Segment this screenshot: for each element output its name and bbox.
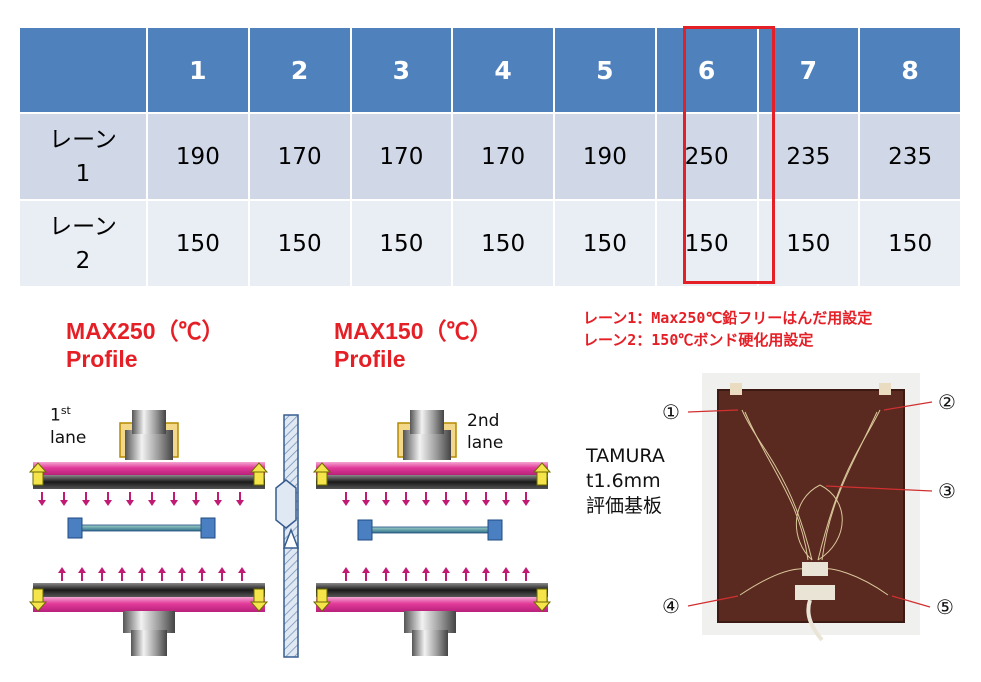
first-lane-word: lane — [50, 427, 87, 448]
value-cell: 150 — [451, 199, 555, 288]
marker-3: ③ — [938, 479, 956, 503]
right-profile-line2: Profile — [334, 346, 406, 372]
header-cell: 1 — [146, 26, 250, 114]
lane-number: 2 — [75, 247, 91, 274]
lane-number: 1 — [75, 160, 91, 187]
right-oven-station — [313, 410, 551, 656]
heat-up-arrows — [57, 566, 247, 582]
value-cell: 190 — [146, 112, 250, 201]
header-cell: 2 — [247, 26, 352, 114]
value-cell: 170 — [451, 112, 555, 201]
first-lane-number: 1 — [50, 405, 61, 426]
value-cell: 250 — [654, 112, 759, 201]
header-cell: 8 — [858, 26, 962, 114]
evaluation-board-photo — [702, 373, 920, 642]
marker-1: ① — [662, 400, 680, 424]
heat-down-arrows — [37, 491, 245, 507]
value-cell: 170 — [247, 112, 352, 201]
lane-settings-note: レーン1：Max250℃鉛フリーはんだ用設定 レーン2：150℃ボンド硬化用設定 — [583, 307, 872, 351]
right-profile-line1: MAX150（℃） — [334, 318, 493, 344]
left-profile-label: MAX250（℃） Profile — [66, 317, 224, 373]
note-line1: レーン1：Max250℃鉛フリーはんだ用設定 — [583, 309, 873, 327]
marker-4: ④ — [662, 594, 680, 618]
marker-2: ② — [938, 390, 956, 414]
note-line2: レーン2：150℃ボンド硬化用設定 — [583, 331, 814, 349]
lane-label-cell: レーン 1 — [18, 112, 148, 201]
header-cell: 6 — [654, 26, 759, 114]
value-cell: 150 — [349, 199, 454, 288]
value-cell: 150 — [146, 199, 250, 288]
right-profile-label: MAX150（℃） Profile — [334, 317, 492, 373]
second-lane-line2: lane — [467, 433, 504, 453]
value-cell: 150 — [553, 199, 657, 288]
heat-up-arrows — [341, 566, 531, 582]
value-cell: 170 — [349, 112, 454, 201]
heat-down-arrows — [341, 491, 531, 507]
second-lane-line1: 2nd — [467, 411, 500, 431]
value-cell: 150 — [858, 199, 962, 288]
left-profile-line1: MAX250（℃） — [66, 318, 225, 344]
left-profile-line2: Profile — [66, 346, 138, 372]
value-cell: 150 — [654, 199, 759, 288]
table-header-row: 1 2 3 4 5 6 7 8 — [18, 26, 962, 114]
conveyor-divider — [275, 414, 300, 658]
header-cell: 3 — [349, 26, 454, 114]
first-lane-label: 1st lane — [50, 400, 86, 449]
lane-label: レーン — [49, 126, 117, 153]
header-cell: 4 — [451, 26, 555, 114]
second-lane-label: 2nd lane — [467, 410, 503, 454]
board-thickness: t1.6mm — [586, 470, 661, 492]
column-6-highlight-box — [683, 26, 775, 284]
marker-leader-lines — [687, 401, 933, 608]
lane-label-cell: レーン 2 — [18, 199, 148, 288]
marker-5: ⑤ — [936, 595, 954, 619]
value-cell: 235 — [858, 112, 962, 201]
board-maker: TAMURA — [586, 445, 665, 467]
board-name: 評価基板 — [586, 495, 663, 517]
header-cell-blank — [18, 26, 148, 114]
left-oven-station — [29, 410, 268, 656]
first-lane-suffix: st — [60, 404, 71, 417]
value-cell: 150 — [247, 199, 352, 288]
lane-label: レーン — [49, 213, 117, 240]
value-cell: 190 — [553, 112, 657, 201]
board-description: TAMURA t1.6mm 評価基板 — [586, 444, 665, 519]
header-cell: 5 — [553, 26, 657, 114]
